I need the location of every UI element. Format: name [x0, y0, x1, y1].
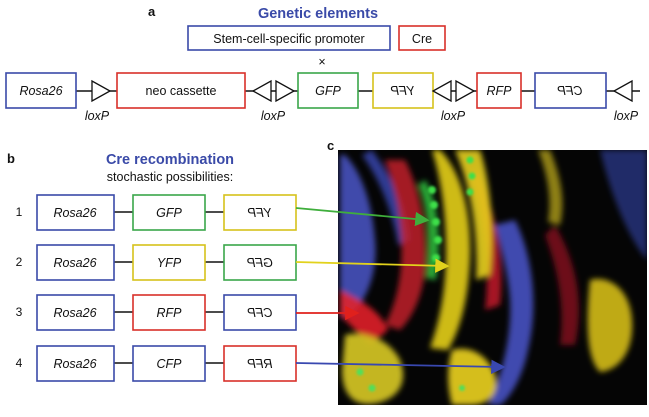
loxp-label-3: loxP — [441, 109, 466, 123]
rosa26-label: Rosa26 — [53, 357, 96, 371]
yfp-box — [132, 244, 206, 281]
loxp-site-icon — [275, 79, 296, 103]
panel-b: b Cre recombination stochastic possibili… — [7, 151, 297, 382]
panel-a: a Genetic elements Stem-cell-specific pr… — [5, 4, 640, 123]
row-number: 4 — [16, 356, 23, 370]
loxp-label-1: loxP — [85, 109, 110, 123]
rosa26-box — [5, 72, 77, 109]
loxp-site-icon — [431, 79, 452, 103]
crypt-cells — [340, 150, 647, 405]
rosa26-label: Rosa26 — [53, 256, 96, 270]
rfp-box-inverted — [223, 345, 297, 382]
rosa26-label: Rosa26 — [53, 206, 96, 220]
cfp-box — [534, 72, 607, 109]
gfp-box — [132, 194, 206, 231]
gene-label: RFP — [157, 306, 183, 320]
arrow-yellow — [295, 258, 450, 273]
rfp-label: RFP — [487, 84, 513, 98]
panel-a-title: Genetic elements — [258, 6, 378, 22]
yfp-label-inverted: YFP — [390, 84, 415, 98]
rosa26-box — [36, 294, 115, 331]
rosa26-box — [36, 345, 115, 382]
loxp-label-2: loxP — [261, 109, 286, 123]
row-number: 2 — [16, 255, 23, 269]
flipped-gene-label: YFP — [247, 206, 272, 220]
green-cell-dots — [356, 156, 476, 392]
row-number: 3 — [16, 305, 23, 319]
cre-box — [398, 25, 446, 51]
loxp-site-icon — [455, 79, 476, 103]
rosa26-box — [36, 244, 115, 281]
flipped-gene-label: RFP — [247, 357, 273, 371]
recombination-row-3: 3 Rosa26 RFP CFP — [16, 294, 297, 331]
gene-label: GFP — [156, 206, 182, 220]
rosa26-box — [36, 194, 115, 231]
recombination-row-2: 2 Rosa26 YFP GFP — [16, 244, 297, 281]
neo-cassette-label: neo cassette — [146, 84, 217, 98]
rfp-box — [476, 72, 522, 109]
promoter-label: Stem-cell-specific promoter — [213, 32, 364, 46]
cfp-box — [132, 345, 206, 382]
gfp-label: GFP — [315, 84, 341, 98]
arrow-blue — [295, 359, 506, 374]
recombination-row-4: 4 Rosa26 CFP RFP — [16, 345, 297, 382]
row-number: 1 — [16, 205, 23, 219]
panel-a-letter: a — [148, 4, 156, 19]
connector-arrows — [295, 207, 506, 374]
panel-b-subtitle: stochastic possibilities: — [107, 170, 233, 184]
rfp-box — [132, 294, 206, 331]
flipped-gene-label: GFP — [246, 256, 272, 270]
cre-label: Cre — [412, 32, 432, 46]
gene-label: CFP — [157, 357, 183, 371]
recombination-row-1: 1 Rosa26 GFP YFP — [16, 194, 297, 231]
yfp-box-inverted — [223, 194, 297, 231]
gene-label: YFP — [157, 256, 182, 270]
flipped-gene-label: CFP — [247, 306, 273, 320]
promoter-box — [187, 25, 391, 51]
loxp-site-icon — [612, 79, 633, 103]
loxp-site-icon — [251, 79, 272, 103]
gfp-box-inverted — [223, 244, 297, 281]
rosa26-label: Rosa26 — [53, 306, 96, 320]
cross-symbol: × — [318, 55, 325, 69]
arrow-green — [295, 207, 430, 227]
rosa26-label: Rosa26 — [19, 84, 62, 98]
loxp-site-icon — [91, 79, 112, 103]
panel-c-letter: c — [327, 138, 334, 153]
loxp-label-4: loxP — [614, 109, 639, 123]
panel-b-letter: b — [7, 151, 15, 166]
gfp-box — [297, 72, 359, 109]
neo-cassette-box — [116, 72, 246, 109]
panel-b-title: Cre recombination — [106, 152, 234, 168]
cfp-label-inverted: CFP — [557, 84, 583, 98]
